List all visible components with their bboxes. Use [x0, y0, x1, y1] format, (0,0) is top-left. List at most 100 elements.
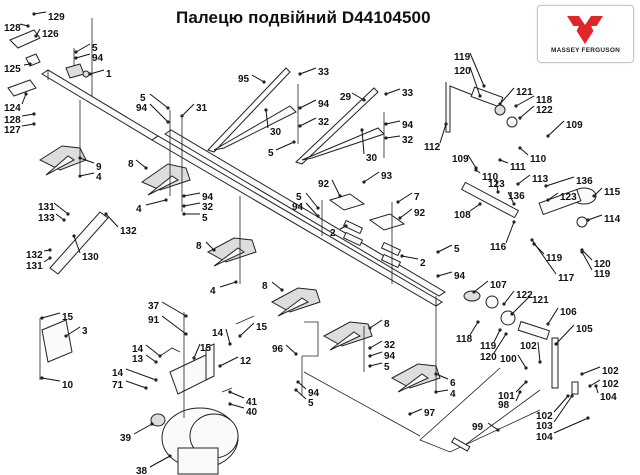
leader-line	[517, 174, 531, 185]
callout-2: 2	[400, 254, 426, 269]
part-number-label: 119	[480, 341, 497, 352]
part-fastener	[144, 386, 148, 390]
part-fastener	[74, 50, 78, 54]
part-fastener	[24, 92, 28, 96]
part-number-label: 121	[532, 295, 549, 306]
part-number-label: 4	[450, 389, 456, 400]
callout-133: 133	[38, 213, 66, 224]
logo-brand-text: MASSEY FERGUSON	[551, 47, 620, 54]
callout-92: 92	[318, 179, 342, 198]
part-number-label: 91	[148, 315, 160, 326]
part-number-label: 129	[48, 12, 65, 23]
part-number-label: 128	[4, 23, 21, 34]
part-number-label: 94	[92, 53, 104, 64]
leader-line	[519, 105, 535, 119]
part-number-label: 136	[576, 176, 593, 187]
part-number-label: 136	[508, 191, 525, 202]
part-fastener	[66, 212, 70, 216]
leader-line	[299, 67, 317, 75]
part-fastener	[166, 120, 170, 124]
callout-9: 9	[78, 156, 102, 173]
callout-94: 94	[368, 351, 396, 362]
callout-15: 15	[40, 312, 74, 323]
callout-10: 10	[40, 376, 74, 391]
leader-line	[537, 341, 541, 363]
part-number-label: 5	[268, 148, 274, 159]
leader-line	[299, 117, 317, 127]
part-fastener	[40, 376, 44, 380]
leader-line	[239, 322, 255, 337]
part-fastener	[398, 216, 402, 220]
leader-line	[469, 52, 485, 87]
part-number-label: 71	[112, 380, 124, 391]
callout-115: 115	[592, 187, 621, 198]
callout-116: 116	[490, 220, 516, 253]
part-number-label: 121	[516, 87, 533, 98]
rod-98	[419, 367, 541, 453]
part-number-label: 103	[536, 421, 553, 432]
leader-line	[553, 395, 569, 413]
leader-line	[511, 295, 531, 315]
part-number-label: 118	[456, 334, 473, 345]
callout-107: 107	[472, 280, 507, 294]
leader-line	[495, 179, 499, 193]
part-fastener	[504, 332, 508, 336]
callout-94: 94	[298, 99, 330, 110]
part-fastener	[74, 56, 78, 60]
part-number-label: 39	[120, 433, 132, 444]
part-number-label: 15	[256, 322, 268, 333]
part-fastener	[64, 334, 68, 338]
part-number-label: 102	[602, 366, 619, 377]
part-number-label: 109	[566, 120, 583, 131]
callout-29: 29	[340, 92, 366, 103]
part-number-label: 123	[560, 192, 577, 203]
part-fastener	[218, 364, 222, 368]
leader-line	[437, 271, 453, 277]
part-number-label: 117	[558, 273, 575, 284]
callout-15: 15	[192, 343, 212, 360]
callout-103: 103	[536, 394, 574, 432]
callout-126: 126	[34, 28, 59, 40]
part-fastener	[496, 428, 500, 432]
leader-line	[285, 344, 297, 355]
leader-line	[229, 391, 245, 399]
callout-102: 102	[520, 341, 542, 364]
part-fastener	[28, 62, 32, 66]
leader-line	[149, 455, 171, 468]
part-fastener	[546, 134, 550, 138]
gear-housing-38	[161, 407, 239, 475]
part-number-label: 94	[136, 103, 148, 114]
part-number-label: 116	[490, 242, 507, 253]
callout-127: 127	[4, 122, 36, 136]
leader-line	[517, 354, 527, 369]
part-fastener	[294, 388, 298, 392]
clip-2a	[342, 219, 364, 247]
part-number-label: 104	[536, 432, 553, 443]
leader-line	[553, 395, 573, 423]
leader-line	[295, 389, 307, 400]
leader-line	[515, 391, 521, 402]
part-number-label: 94	[292, 202, 304, 213]
part-number-label: 4	[136, 204, 142, 215]
callout-94: 94	[292, 202, 320, 218]
part-fastener	[292, 140, 296, 144]
part-number-label: 94	[202, 192, 214, 203]
leader-line	[385, 120, 401, 125]
part-number-label: 119	[454, 52, 471, 63]
callout-5: 5	[74, 43, 98, 54]
callout-123: 123	[546, 192, 577, 203]
part-number-label: 97	[424, 408, 436, 419]
part-number-label: 120	[480, 352, 497, 363]
part-number-label: 8	[196, 241, 202, 252]
leader-line	[581, 249, 593, 261]
part-number-label: 15	[200, 343, 212, 354]
callout-1: 1	[88, 69, 112, 80]
callout-94: 94	[136, 103, 170, 124]
knife-guard-8c	[270, 287, 321, 317]
part-fastener	[32, 112, 36, 116]
part-number-label: 105	[576, 324, 593, 335]
leader-line	[161, 315, 187, 335]
leader-line	[21, 93, 27, 105]
leader-line	[331, 179, 341, 197]
part-number-label: 94	[384, 351, 396, 362]
